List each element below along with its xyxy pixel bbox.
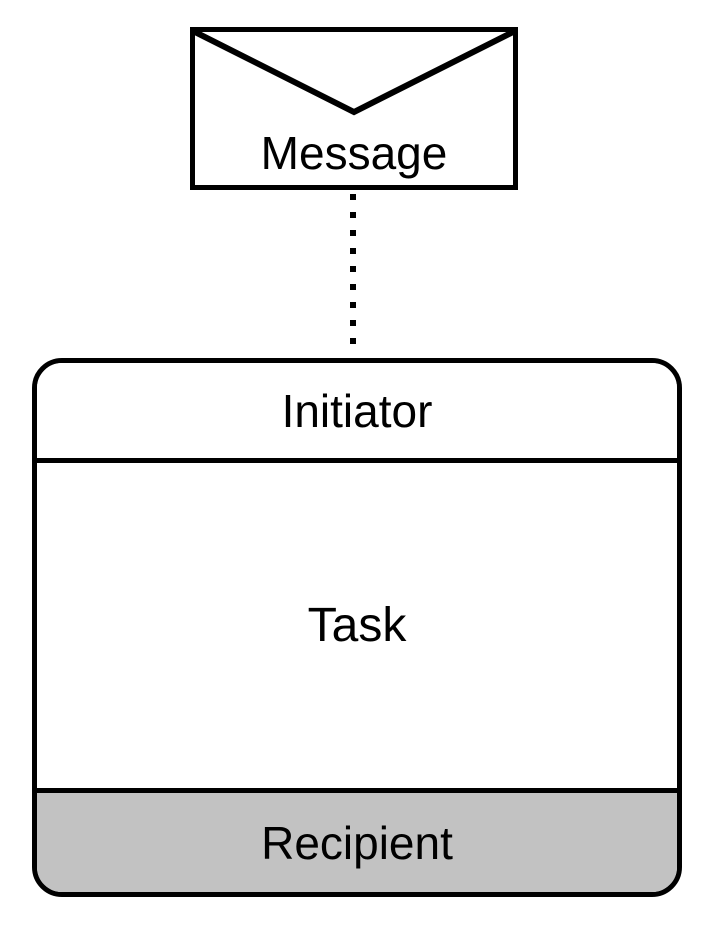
connector-dot (350, 266, 356, 272)
lane-recipient[interactable]: Recipient (37, 793, 677, 892)
task-label: Task (307, 598, 407, 652)
lane-initiator-label: Initiator (281, 384, 433, 437)
connector-dot (350, 302, 356, 308)
lane-recipient-label: Recipient (261, 816, 453, 869)
lane-initiator[interactable]: Initiator (37, 363, 677, 463)
connector-dot (350, 284, 356, 290)
task-shape[interactable]: Initiator Task Recipient (32, 358, 682, 897)
message-flow-connector (350, 190, 356, 358)
lane-task-body[interactable]: Task (37, 463, 677, 793)
message-envelope-shape[interactable]: Message (190, 27, 518, 190)
connector-dot (350, 248, 356, 254)
connector-dot (350, 230, 356, 236)
connector-dot (350, 212, 356, 218)
connector-dot (350, 194, 356, 200)
connector-dot (350, 338, 356, 344)
connector-dot (350, 320, 356, 326)
message-label: Message (260, 127, 448, 179)
